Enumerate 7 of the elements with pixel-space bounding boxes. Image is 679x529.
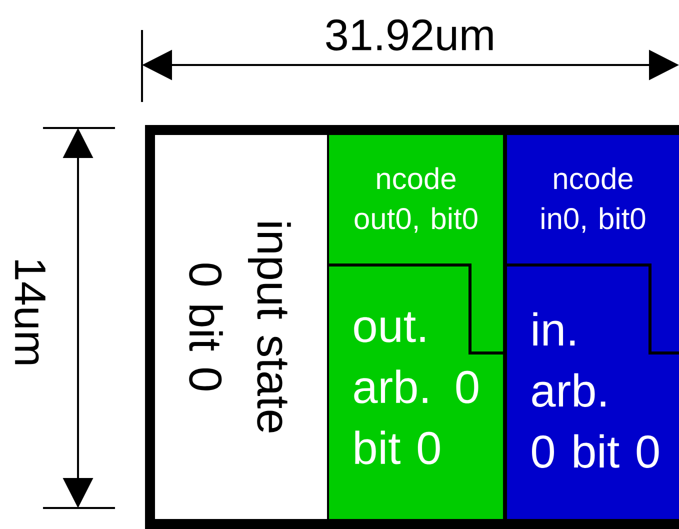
- dimension-label: 31.92um: [326, 19, 493, 51]
- node-label: ncode in0, bit0: [542, 167, 646, 233]
- dimension-label: 14um: [14, 260, 46, 364]
- region: out. arb. 0 bit 0: [329, 265, 503, 519]
- region: in. arb. 0 bit 0: [507, 265, 679, 519]
- node-label: ncode out0, bit0: [354, 167, 478, 233]
- region: input state 0 bit 0: [155, 135, 327, 519]
